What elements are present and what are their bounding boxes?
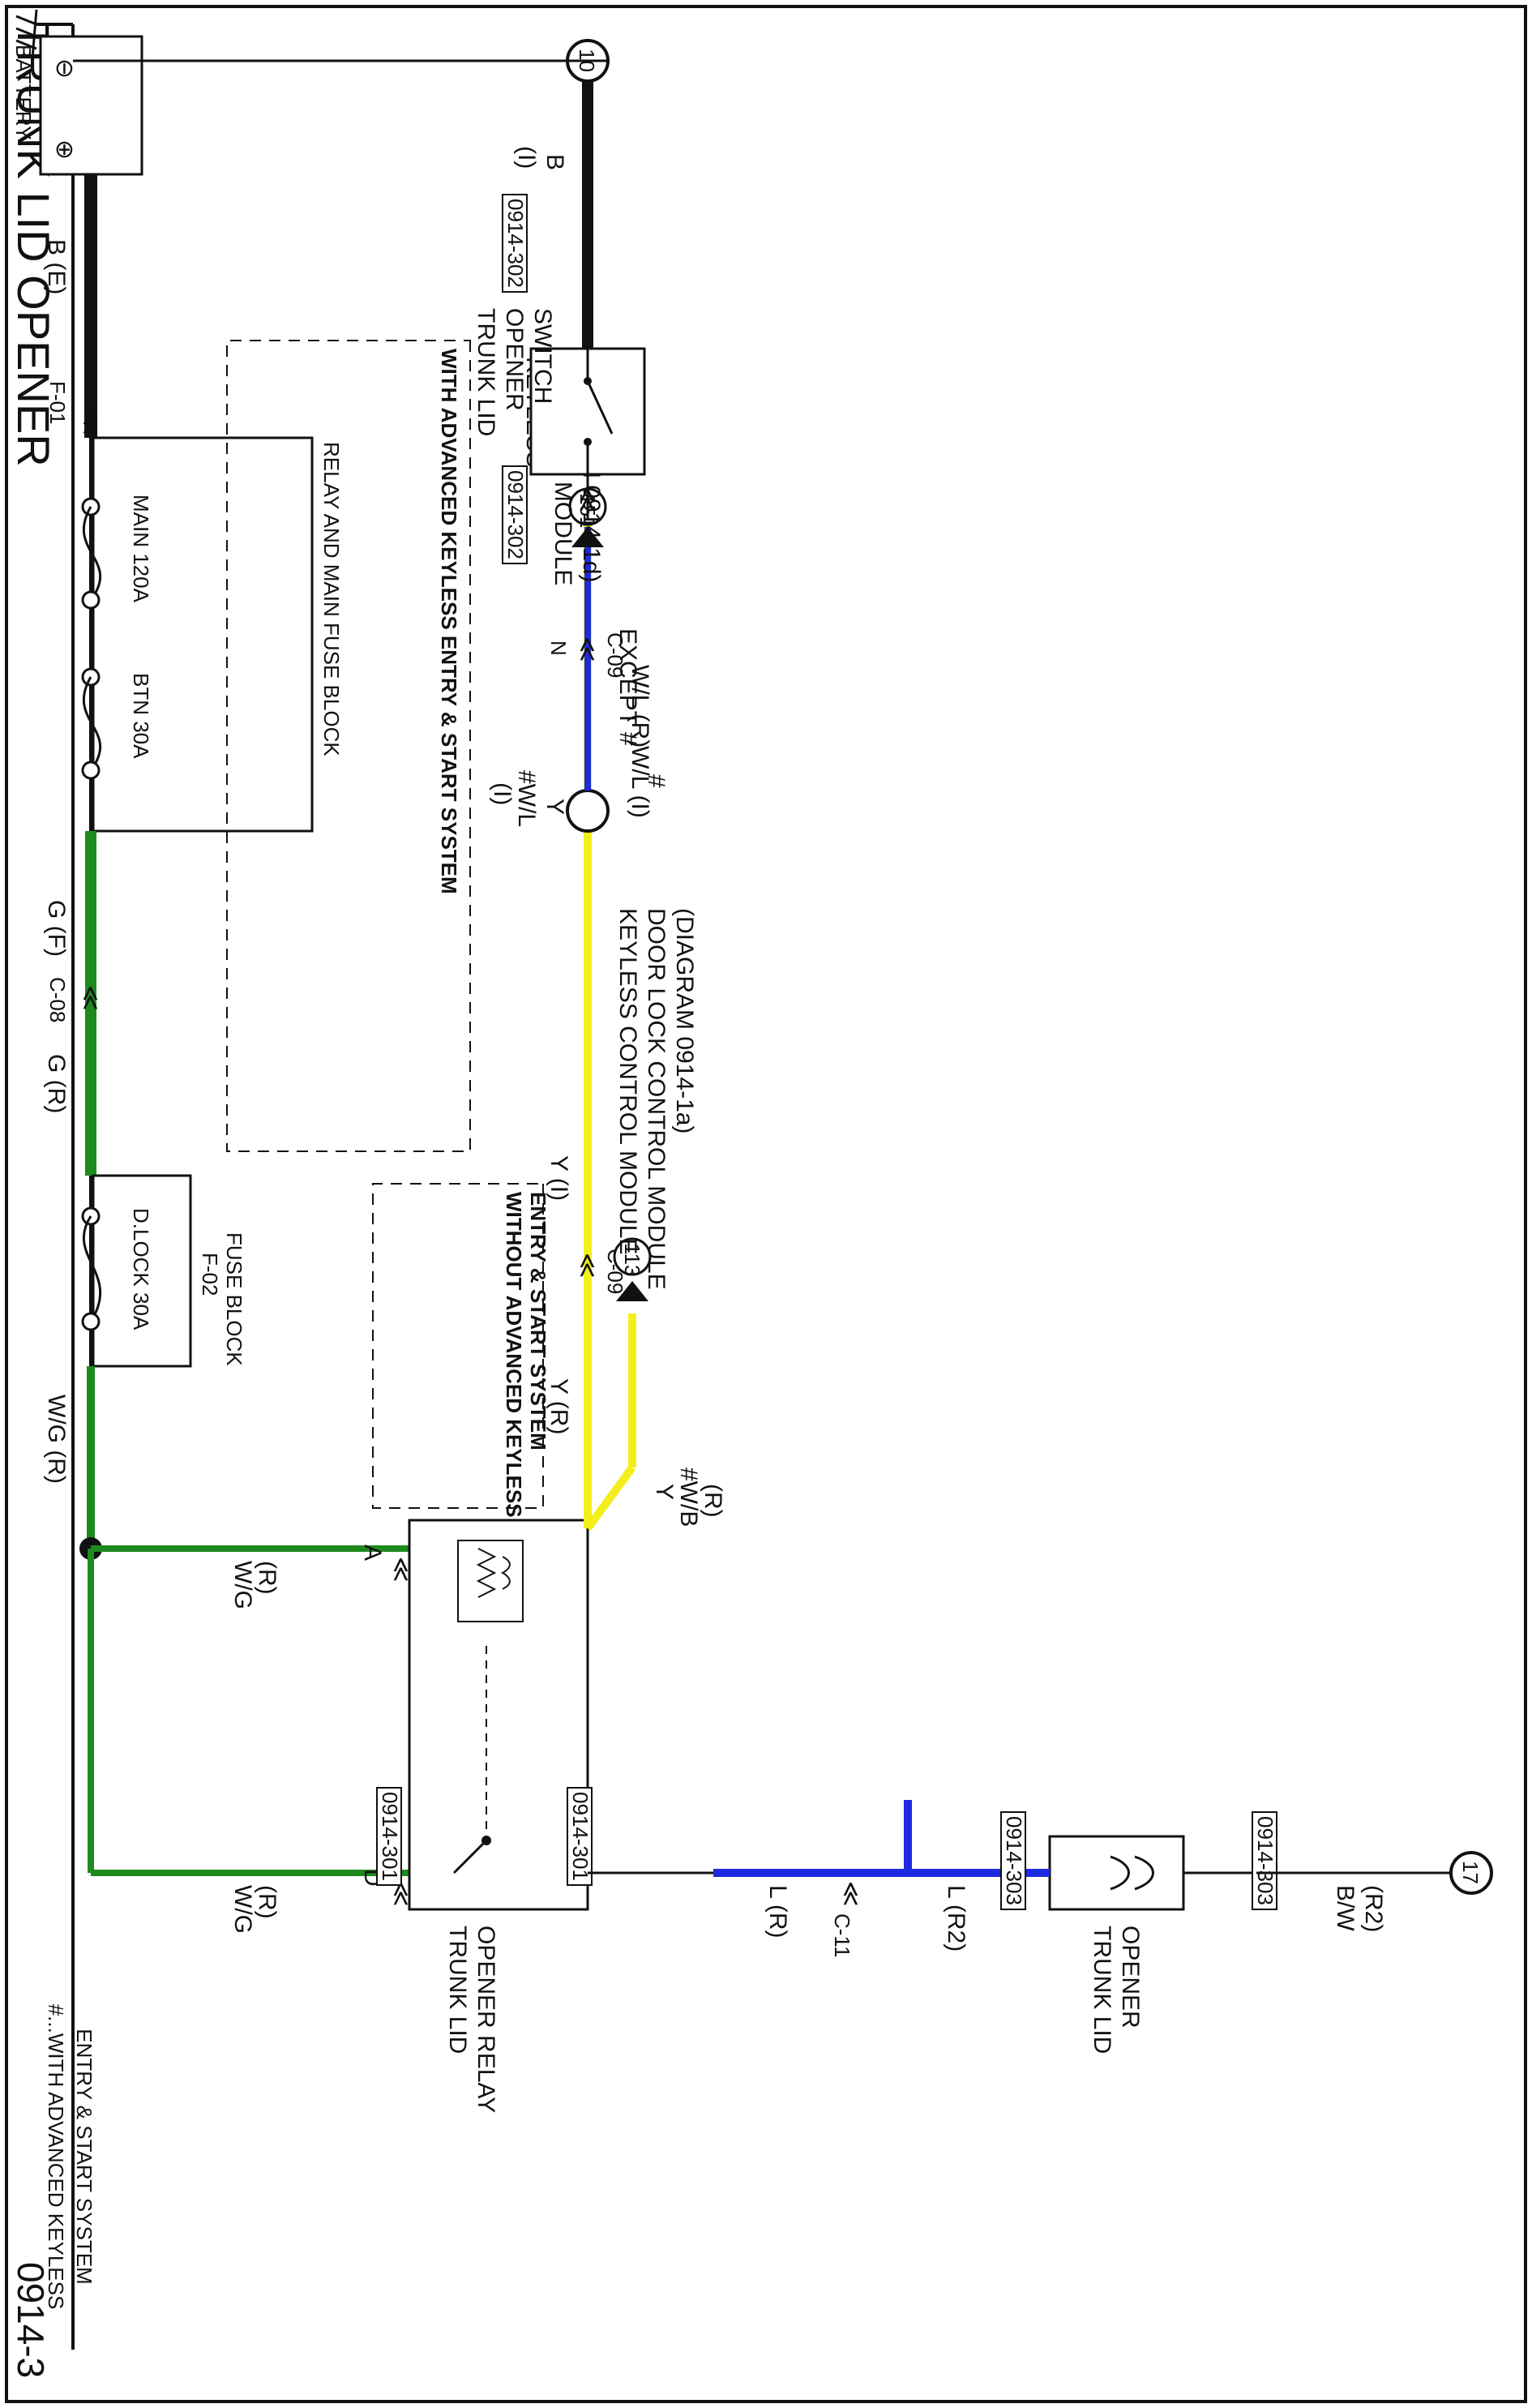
opener-label-2: OPENER: [1117, 1926, 1144, 2029]
ground-17-num: 17: [1458, 1861, 1483, 1884]
wire-label-b-i2: (I): [513, 146, 540, 169]
connector-f01: F-01: [45, 381, 70, 424]
connector-c11-icon: ≪: [837, 1881, 864, 1906]
opener-label-1: TRUNK LID: [1089, 1926, 1115, 2054]
wire-label-b-i: B: [541, 154, 568, 170]
wire-label-wg-r-top: W/G (R): [43, 1395, 70, 1484]
battery-label: BATTERY: [11, 45, 36, 140]
wire-label-y-r-mid: Y (R): [546, 1378, 572, 1434]
ref-box-303a: [1252, 1811, 1277, 1910]
ref-box-301a: [567, 1787, 593, 1886]
wire-label-wg-a2: (R): [254, 1561, 280, 1595]
trunk-lid-opener: TRUNK LID OPENER 0914-303 0914-303: [908, 1811, 1277, 2054]
battery: ⊖ ⊕ BATTERY: [11, 35, 143, 176]
wire-label-y: Y: [651, 1484, 678, 1500]
wire-label-y-i: Y (I): [546, 1155, 572, 1201]
ref-box-303b: [1000, 1811, 1026, 1910]
switch-label-2: OPENER: [501, 308, 528, 411]
without-aks-label-2: ENTRY & START SYSTEM: [526, 1192, 550, 1450]
wire-label-y-r: (R): [700, 1484, 726, 1518]
footnote-line-1: #...WITH ADVANCED KEYLESS: [44, 2004, 68, 2310]
with-aks-label: WITH ADVANCED KEYLESS ENTRY & START SYST…: [437, 349, 461, 894]
ref-301b: 0914-301: [378, 1792, 402, 1881]
ref-box-301b: [376, 1787, 402, 1886]
connector-c08-icon: ≪: [77, 985, 104, 1010]
ref-302b: 0914-302: [503, 199, 528, 288]
without-aks-label-1: WITHOUT ADVANCED KEYLESS: [502, 1192, 526, 1518]
except-label: EXCEPT #: [614, 628, 641, 746]
wire-label-wl-i: W/L (I): [627, 746, 653, 818]
page-border: [5, 5, 1527, 2403]
connector-c09: C-09: [603, 632, 627, 678]
module-151-arrow-icon: [571, 527, 604, 547]
ground-bus: [15, 9, 142, 2350]
ref-303b: 0914-303: [1002, 1816, 1026, 1905]
trunk-lid-opener-switch: ≪ TRUNK LID OPENER SWITCH 0914-302 0914-…: [473, 194, 646, 564]
switch-label-3: SWITCH: [529, 308, 556, 404]
with-aks-group: WITH ADVANCED KEYLESS ENTRY & START SYST…: [226, 340, 471, 1152]
ref-box-302b: [502, 194, 528, 293]
fuse-block-label: FUSE BLOCK: [222, 1232, 246, 1366]
wire-label-g-f: G (F): [43, 900, 70, 957]
without-aks-group: WITHOUT ADVANCED KEYLESS ENTRY & START S…: [372, 1183, 550, 1518]
wire-label-y-wl2: #W/L: [513, 770, 540, 827]
pin-a: A: [359, 1545, 386, 1561]
connector-c08: C-08: [45, 977, 70, 1022]
dlock-fuse-label: D.LOCK 30A: [129, 1208, 153, 1330]
footnote-line-2: ENTRY & START SYSTEM: [72, 2029, 96, 2284]
ref-303a: 0914-303: [1253, 1816, 1277, 1905]
module-113-ref: 113 KEYLESS CONTROL MODULE DOOR LOCK CON…: [613, 628, 698, 1290]
ground-17-circuit: B/W (R2) 17: [1256, 1851, 1493, 1932]
btn-fuse-label: BTN 30A: [129, 673, 153, 759]
hash-label: #: [643, 774, 670, 788]
wire-label-n: N: [546, 641, 571, 656]
ref-301a: 0914-301: [568, 1792, 593, 1881]
connector-c11: C-11: [830, 1913, 854, 1957]
module-113-line2: DOOR LOCK CONTROL MODULE: [643, 908, 670, 1290]
module-113-line3: (DIAGRAM 0914-1a): [671, 908, 698, 1133]
module-113-line1: KEYLESS CONTROL MODULE: [614, 908, 641, 1254]
dlock-fuse-block: D.LOCK 30A F-02 FUSE BLOCK: [81, 1174, 246, 1368]
wire-label-y-wl3: (I): [489, 782, 516, 805]
wire-label-wg-a: W/G: [229, 1561, 256, 1609]
wire-label-y-wl: Y: [541, 799, 568, 815]
wire-label-l-r: L (R): [764, 1885, 791, 1939]
switch-connector-icon: ≪: [574, 486, 601, 512]
diagram-code: 0914-3: [10, 2262, 52, 2378]
wire-label-y-wb: #W/B: [675, 1468, 702, 1527]
module-113-num: 113: [620, 1243, 644, 1276]
main-fuse-label: MAIN 120A: [129, 495, 153, 603]
blue-wl-circuit: W/L (R) W/L (I) ≪ C-09 N: [546, 527, 653, 818]
trunk-lid-opener-relay: TRUNK LID OPENER RELAY 0914-301 0914-301: [376, 1519, 593, 2113]
connector-c09-2-icon: ≪: [574, 636, 601, 662]
wire-label-b-e: B (E): [43, 239, 70, 294]
wire-label-l-r2: L (R2): [943, 1885, 969, 1952]
relay-label-2: OPENER RELAY: [473, 1926, 499, 2113]
wire-label-g-r: G (R): [43, 1054, 70, 1113]
wire-label-wg-d: W/G: [229, 1885, 256, 1934]
relay-main-fuse-block: MAIN 120A BTN 30A RELAY AND MAIN FUSE BL…: [81, 436, 344, 833]
wire-label-wg-d2: (R): [254, 1885, 280, 1919]
main-fuse-block-label: RELAY AND MAIN FUSE BLOCK: [319, 442, 344, 756]
relay-label-1: TRUNK LID: [444, 1926, 471, 2054]
wire-label-bw: B/W: [1332, 1885, 1359, 1931]
wire-label-bw2: (R2): [1360, 1885, 1387, 1932]
ref-302a: 0914-302: [503, 470, 528, 559]
switch-label-1: TRUNK LID: [473, 308, 499, 436]
wire-label-wl-r: W/L (R): [627, 665, 653, 748]
connector-f02: F-02: [198, 1253, 222, 1296]
connector-c09-icon: ≪: [574, 1253, 601, 1278]
connector-f01-icon: ≪: [77, 409, 104, 435]
plus-terminal-icon: ⊕: [51, 139, 78, 160]
blue-l-circuit: L (R) L (R2) ≪ C-11: [588, 1800, 969, 1957]
ref-box-302a: [502, 465, 528, 564]
module-113-arrow-icon: [616, 1281, 648, 1301]
ground-10-circuit: B (I) 10: [73, 39, 610, 349]
